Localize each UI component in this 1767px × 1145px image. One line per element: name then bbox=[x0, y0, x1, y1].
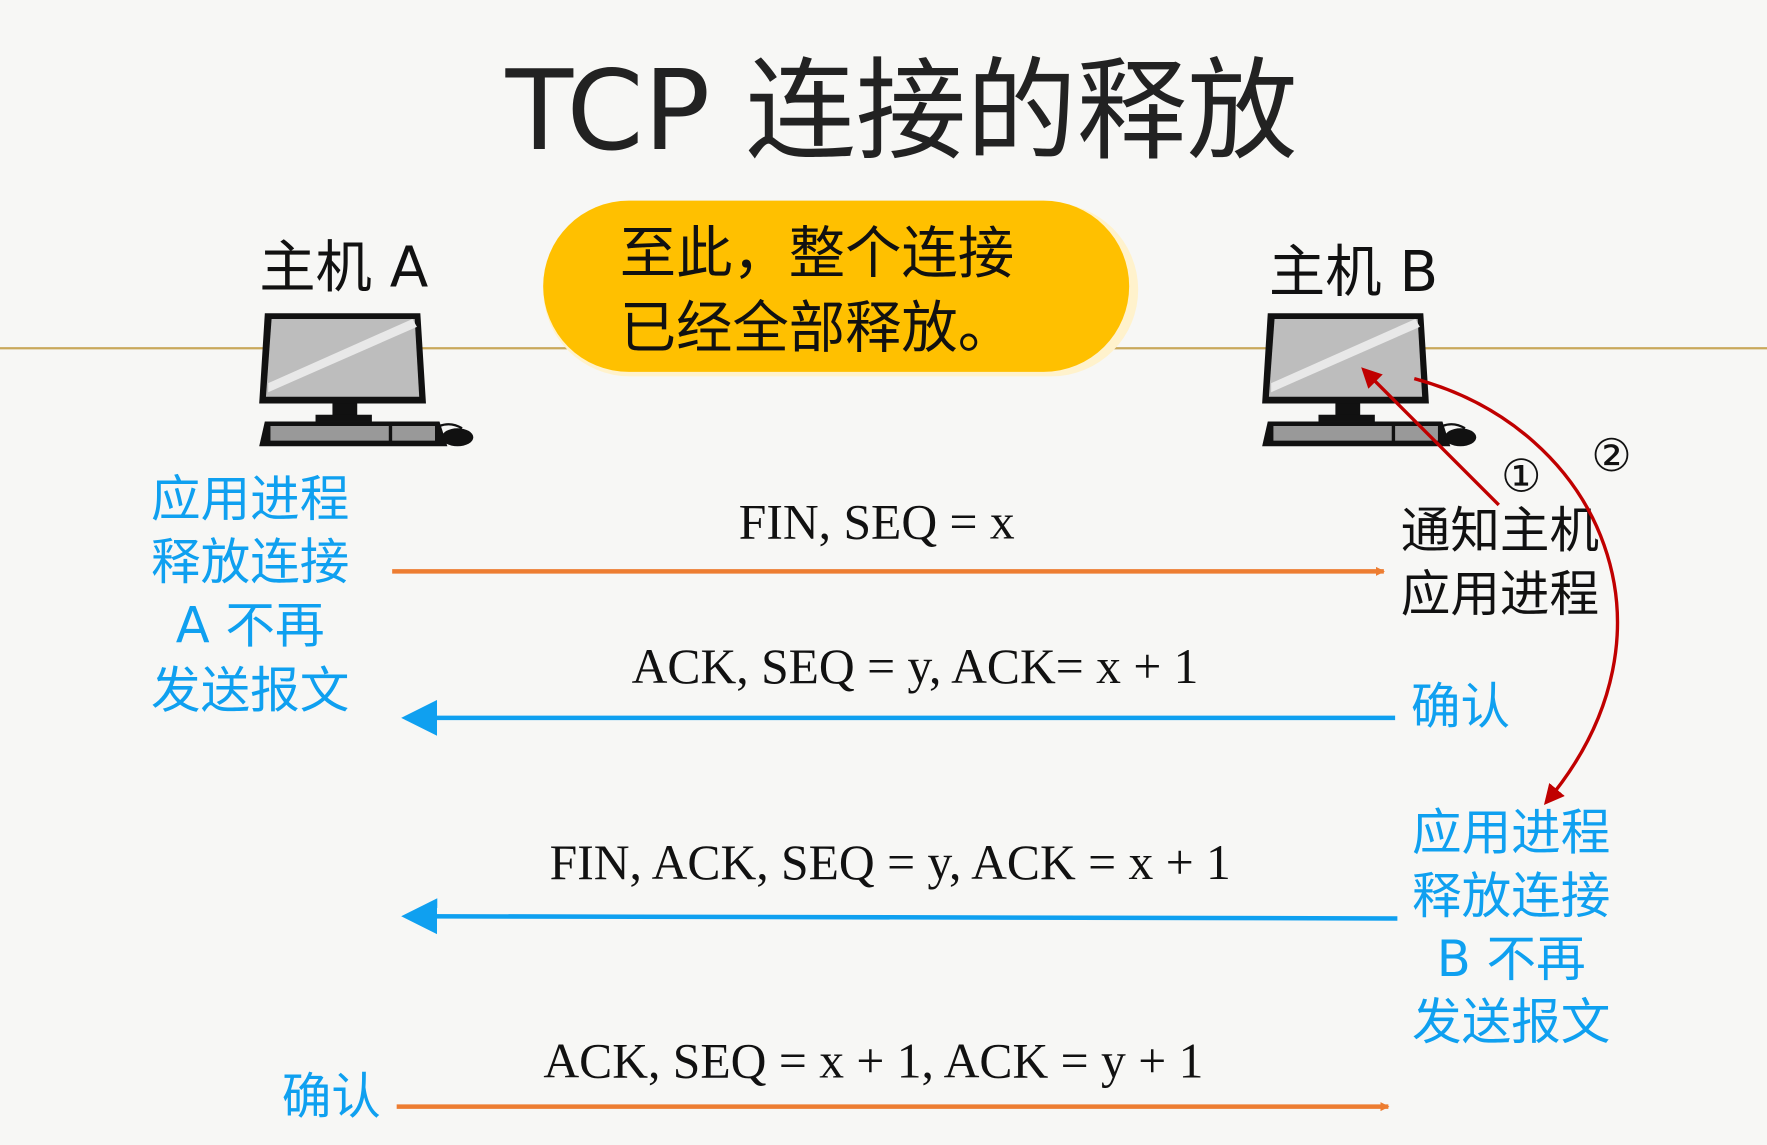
notify-line: 应用进程 bbox=[1401, 565, 1599, 623]
host-a-note: 应用进程 释放连接 A 不再 发送报文 bbox=[151, 470, 349, 720]
message-2-label: ACK, SEQ = y, ACK= x + 1 bbox=[632, 639, 1199, 694]
callout-line1: 至此，整个连接 bbox=[620, 222, 1014, 287]
note-line: 发送报文 bbox=[151, 662, 349, 720]
note-line: 释放连接 bbox=[151, 533, 349, 591]
message-1-label: FIN, SEQ = x bbox=[739, 495, 1015, 550]
host-b-label: 主机 B bbox=[1269, 240, 1438, 305]
note-line: A 不再 bbox=[176, 596, 325, 654]
page-title: TCP 连接的释放 bbox=[505, 47, 1298, 176]
callout-line2: 已经全部释放。 bbox=[620, 296, 1014, 361]
notify-arrow-2 bbox=[1413, 377, 1620, 805]
notify-arrow-1 bbox=[1361, 367, 1500, 507]
step-1-marker: ① bbox=[1501, 449, 1541, 502]
computer-b-icon bbox=[1261, 312, 1478, 448]
host-a-confirm: 确认 bbox=[282, 1067, 381, 1125]
step-2-marker: ② bbox=[1591, 429, 1631, 482]
message-4-label: ACK, SEQ = x + 1, ACK = y + 1 bbox=[543, 1033, 1203, 1088]
notify-line: 通知主机 bbox=[1401, 502, 1599, 560]
host-b-confirm: 确认 bbox=[1411, 678, 1510, 736]
note-line: 发送报文 bbox=[1412, 993, 1610, 1051]
note-line: 应用进程 bbox=[151, 470, 349, 528]
note-line: 应用进程 bbox=[1412, 804, 1610, 862]
host-b-notify: 通知主机 应用进程 bbox=[1401, 502, 1599, 623]
host-b-note: 应用进程 释放连接 B 不再 发送报文 bbox=[1412, 804, 1610, 1051]
callout-bubble: 至此，整个连接 已经全部释放。 bbox=[543, 200, 1139, 377]
message-3-label: FIN, ACK, SEQ = y, ACK = x + 1 bbox=[550, 835, 1231, 890]
note-line: 释放连接 bbox=[1412, 867, 1610, 925]
message-3-arrow bbox=[401, 898, 1398, 935]
computer-a-icon bbox=[258, 312, 475, 448]
note-line: B 不再 bbox=[1437, 930, 1586, 988]
host-a-label: 主机 A bbox=[259, 235, 429, 300]
